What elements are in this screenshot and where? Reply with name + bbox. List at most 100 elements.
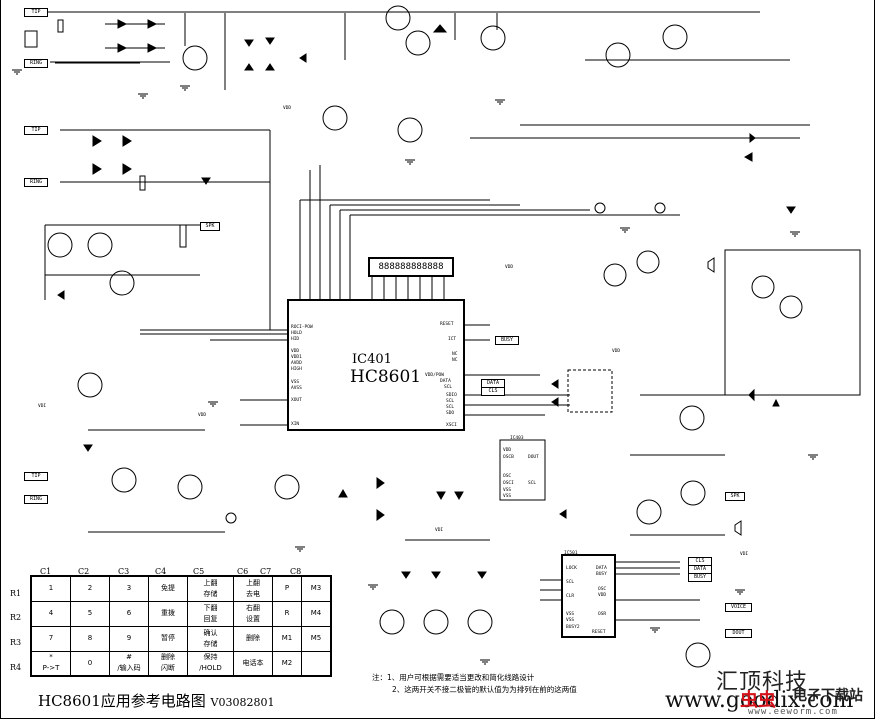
ic501-pin: VSS (566, 612, 575, 617)
transistor-q401c (77, 372, 103, 398)
diode-icon (83, 444, 93, 452)
port-cls-out: CLS (688, 557, 712, 566)
keypad-cell: * P->T (30, 650, 71, 677)
ic-pin-label: AVSS (291, 386, 302, 391)
port-ring-3: RING (24, 495, 48, 504)
diode-icon (122, 163, 132, 175)
keypad-cell: 1 (30, 575, 71, 602)
ic403-ref: IC403 (510, 436, 524, 441)
ic-pin-label: DATA (440, 379, 451, 384)
supply-label: VDD (198, 413, 207, 418)
ic403-pin: OSCI (503, 481, 514, 486)
transistor-q402b (603, 263, 627, 287)
keypad-col-header: C6 (237, 567, 249, 576)
diode-icon (786, 206, 796, 214)
ic403-pin: DOUT (528, 455, 539, 460)
speaker-icon (734, 520, 742, 536)
ic403-pin: VDD (503, 448, 512, 453)
keypad-cell: 保持 /HOLD (187, 650, 234, 677)
transformer (179, 224, 187, 248)
diode-icon (551, 379, 559, 389)
transistor-q314 (680, 480, 706, 506)
ic-pin-label: NC (452, 352, 458, 357)
ic-pin-label: VDD (291, 349, 300, 354)
buzzer-icon (225, 512, 237, 524)
keypad-cell: 免提 (148, 575, 188, 602)
ic403-pin: VSS (503, 494, 512, 499)
ic501-pin: CLR (566, 594, 575, 599)
ground-symbols (12, 69, 818, 665)
supply-label: VDD (612, 349, 621, 354)
ic501-pin: VSS (566, 618, 575, 623)
ic-pin-label: VDD/POW (425, 373, 444, 378)
ic501-pin: RESET (592, 630, 606, 635)
diode-icon (265, 37, 275, 45)
supply-label: VDI (38, 404, 47, 409)
keypad-cell: 8 (70, 625, 110, 652)
ic501-pin: BUSY2 (566, 625, 580, 630)
port-cls: CLS (481, 387, 505, 396)
port-ring-2: RING (24, 178, 48, 187)
keypad-col-header: C4 (155, 567, 167, 576)
ic-pin-label: SCL (446, 405, 455, 410)
transistor-q103 (379, 609, 405, 635)
led-icon (454, 491, 464, 501)
port-tip-3: TIP (24, 472, 48, 481)
lcd-display: 888888888888 (368, 257, 454, 277)
keypad-cell: M4 (301, 600, 332, 627)
ic-pin-label: VSS (291, 380, 300, 385)
diode-icon (376, 509, 385, 521)
keypad-col-header: C7 (260, 567, 272, 576)
notes-block: 注：1、用户可根据需要适当更改和简化线路设计 2、这两开关不接二极管的默认值为为… (372, 672, 577, 696)
port-data-out: DATA (688, 565, 712, 574)
ic501-pin: DATA (596, 566, 607, 571)
ic-pin-label: AVDD (291, 361, 302, 366)
resistor (139, 175, 146, 191)
diode-icon (551, 397, 559, 407)
transistor-q311 (751, 275, 775, 299)
transistor-q385 (480, 25, 506, 51)
keypad-cell: 删除 (233, 625, 273, 652)
keypad-cell: 确认 存储 (187, 625, 234, 652)
keypad-col-header: C8 (290, 567, 302, 576)
watermark-site-2: 电子下载站 (793, 688, 863, 704)
watermark-site-3: www.eeworm.com (748, 707, 838, 717)
transistor-q301 (182, 45, 208, 71)
port-busy-out: BUSY (688, 573, 712, 582)
ic-pin-label: VDD1 (291, 355, 302, 360)
version-label: V03082801 (210, 696, 275, 709)
transistor-q302 (322, 105, 348, 131)
keypad-cell: 删除 闪断 (148, 650, 188, 677)
keypad-cell: M5 (301, 625, 332, 652)
diode-icon (749, 132, 756, 144)
transistor-q312 (779, 295, 803, 319)
keypad-col-header: C5 (193, 567, 205, 576)
led-icon (477, 571, 487, 579)
keypad-cell: 3 (109, 575, 149, 602)
keypad-row-header: R2 (10, 613, 22, 622)
diode-icon (92, 163, 102, 175)
port-spk-1: SPK (200, 222, 220, 231)
ic501-body (561, 554, 616, 638)
led-icon (436, 491, 446, 501)
transistor-q401 (47, 232, 73, 258)
ic403-pin: VSS (503, 488, 512, 493)
diode-icon (57, 290, 65, 300)
keypad-row-header: R4 (10, 663, 22, 672)
transformer-box (24, 30, 38, 48)
main-ic-body (287, 299, 465, 431)
keypad-row-header: R3 (10, 638, 22, 647)
ic501-pin: SCL (566, 580, 575, 585)
keypad-cell: 上翻 存储 (187, 575, 234, 602)
diode-icon (748, 388, 755, 402)
main-ic-part: HC8601 (350, 367, 422, 387)
supply-label: VDD (283, 106, 292, 111)
switch-box (567, 369, 613, 413)
keypad-cell: 0 (70, 650, 110, 677)
led-icon (431, 571, 441, 579)
diode-icon (244, 63, 254, 71)
diode-icon (338, 488, 348, 498)
